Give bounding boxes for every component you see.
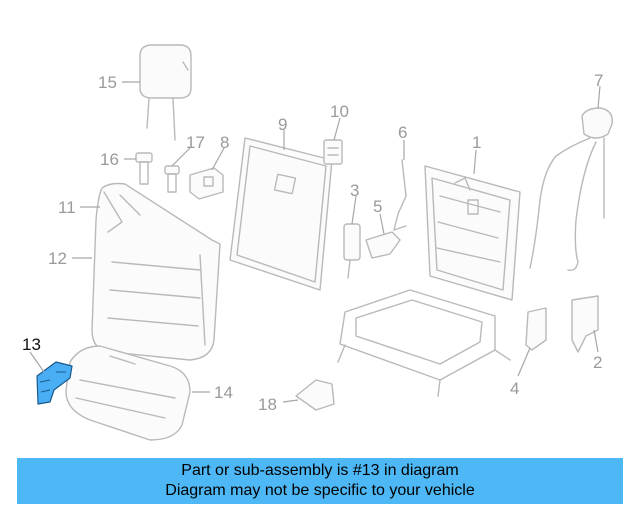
parts-diagram: 15 16 17 8 9 10 11 12 13 14 18 1 6 7 3 5… — [22, 44, 613, 441]
callout-11: 11 — [58, 198, 76, 217]
screw-part — [164, 165, 180, 193]
callout-6: 6 — [398, 123, 407, 142]
small-bracket-part — [295, 379, 335, 411]
seat-back-part — [91, 182, 221, 361]
side-cover-part — [525, 307, 547, 351]
callout-13: 13 — [22, 335, 41, 354]
seat-trim-part-highlighted — [36, 361, 73, 405]
banner-line-part-number: Part or sub-assembly is #13 in diagram — [181, 462, 459, 479]
callout-labels: 15 16 17 8 9 10 11 12 13 14 18 1 6 7 3 5… — [22, 71, 603, 414]
callout-7: 7 — [594, 71, 603, 90]
callout-4: 4 — [510, 379, 519, 398]
callout-9: 9 — [278, 115, 287, 134]
callout-10: 10 — [330, 102, 349, 121]
callout-3: 3 — [350, 181, 359, 200]
back-panel-part — [229, 137, 333, 291]
callout-5: 5 — [373, 197, 382, 216]
leader-lines — [29, 81, 601, 403]
seat-frame-part — [337, 165, 521, 397]
callout-17: 17 — [186, 133, 205, 152]
callout-2: 2 — [593, 353, 602, 372]
callout-18: 18 — [258, 395, 277, 414]
info-banner: Part or sub-assembly is #13 in diagram D… — [17, 458, 623, 504]
banner-line-disclaimer: Diagram may not be specific to your vehi… — [165, 482, 475, 499]
callout-1: 1 — [472, 133, 481, 152]
bar-part — [393, 159, 407, 231]
seat-cushion-part — [65, 345, 191, 441]
callout-8: 8 — [220, 133, 229, 152]
bolt-part — [135, 152, 153, 185]
latch-part — [343, 223, 361, 279]
cover-part — [571, 295, 599, 353]
callout-12: 12 — [48, 249, 67, 268]
bracket-part — [189, 167, 224, 200]
seat-belt-part — [529, 107, 613, 272]
callout-16: 16 — [100, 150, 119, 169]
guide-part — [365, 231, 401, 259]
clip-part — [323, 139, 343, 165]
headrest-part — [139, 44, 192, 141]
callout-14: 14 — [214, 383, 233, 402]
callout-15: 15 — [98, 73, 117, 92]
